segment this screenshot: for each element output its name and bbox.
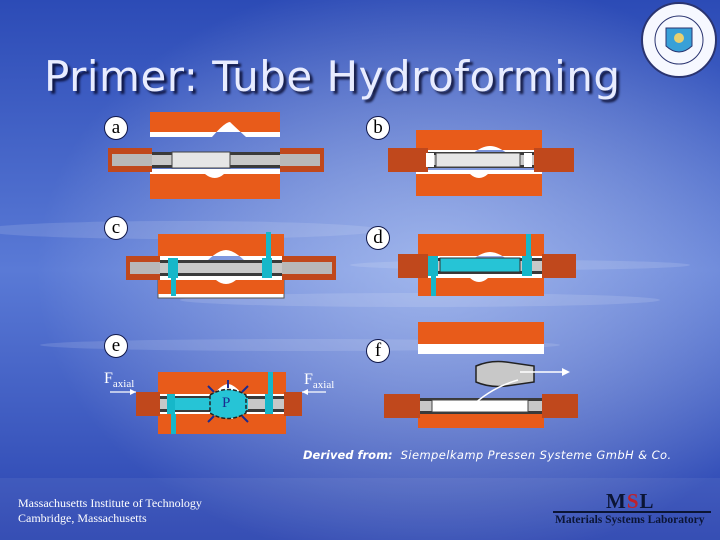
upper-die-a — [150, 112, 280, 132]
lab-name: Materials Systems Laboratory — [555, 514, 705, 526]
diagram-b — [388, 130, 574, 196]
step-label-b: b — [366, 116, 390, 140]
axial-force-label-right: Faxial — [304, 371, 335, 392]
slide-title: Primer: Tube Hydroforming — [44, 52, 621, 101]
diagram-d — [398, 234, 576, 296]
diagram-f — [384, 322, 578, 428]
pressure-label: P — [222, 395, 231, 411]
institution-location: Cambridge, Massachusetts — [18, 511, 147, 525]
source-credit: Derived from: Siempelkamp Pressen System… — [303, 448, 672, 462]
step-label-c: c — [104, 216, 128, 240]
msl-divider — [553, 511, 711, 513]
step-label-f: f — [366, 339, 390, 363]
step-label-a: a — [104, 116, 128, 140]
axial-force-label-left: Faxial — [104, 370, 135, 391]
step-label-e: e — [104, 334, 128, 358]
step-label-d: d — [366, 226, 390, 250]
msl-logo: MSL — [606, 489, 655, 513]
institution-name: Massachusetts Institute of Technology — [18, 496, 202, 510]
diagram-a — [108, 112, 324, 199]
diagram-e — [110, 372, 326, 434]
university-seal — [641, 2, 717, 78]
diagram-c — [126, 232, 336, 299]
